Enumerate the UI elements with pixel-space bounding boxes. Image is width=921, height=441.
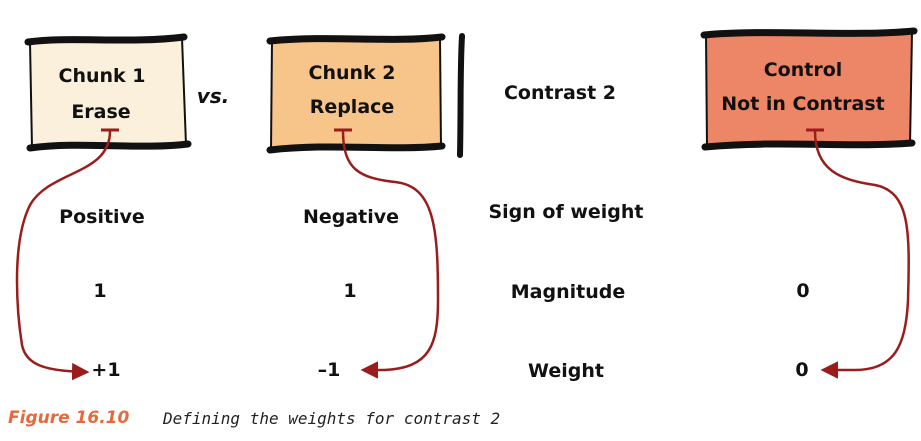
weight-control-value: 0 [795,359,808,381]
chunk2-arrow [341,130,440,379]
chunk1-box-top-edge [24,33,188,46]
chunk2-box-fill [269,36,443,152]
chunk2-box-top-edge [266,33,446,45]
figure-caption: Defining the weights for contrast 2 [163,409,501,428]
sign-chunk2-value: Negative [303,206,399,228]
control-box-top-edge [700,27,918,39]
chunk1-title: Chunk 1 [59,65,146,87]
chunk2-title: Chunk 2 [309,62,396,84]
weight-chunk2-value: –1 [318,359,341,381]
chunk2-box-bottom-edge [266,142,446,154]
control-box: Control Not in Contrast [700,27,918,151]
contrast-label: Contrast 2 [504,82,616,104]
chunk1-subtitle: Erase [71,101,130,123]
chunk2-subtitle: Replace [310,96,395,118]
weight-chunk1-value: +1 [91,359,120,381]
chunk1-box: Chunk 1 Erase [24,33,192,152]
sign-chunk1-value: Positive [59,206,145,228]
control-arrow [813,130,910,379]
control-subtitle: Not in Contrast [721,93,885,115]
magnitude-chunk1-value: 1 [93,280,106,302]
control-title: Control [764,59,843,81]
separator-stroke [457,33,465,158]
magnitude-chunk2-value: 1 [343,280,356,302]
chunk1-box-bottom-edge [26,140,192,152]
magnitude-row-label: Magnitude [511,281,625,303]
chunk1-arrow [15,130,112,381]
chunk2-box: Chunk 2 Replace [266,33,446,154]
control-box-bottom-edge [701,139,916,151]
sign-row-label: Sign of weight [488,201,643,223]
magnitude-control-value: 0 [796,280,809,302]
weight-row-label: Weight [528,360,604,382]
arrows [15,128,910,381]
vs-label: vs. [197,84,230,108]
figure-number: Figure 16.10 [8,408,130,428]
